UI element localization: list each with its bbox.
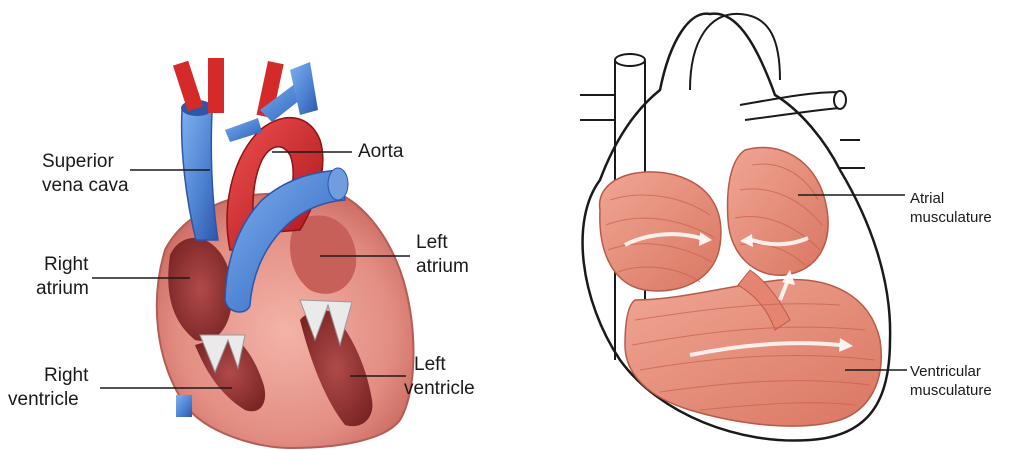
heart-anatomy-diagram: Superior vena cava Aorta Left atrium Rig… xyxy=(0,0,520,450)
heart-anatomy-illustration: Superior vena cava Aorta Left atrium Rig… xyxy=(0,0,520,450)
heart-musculature-illustration: Atrial musculature Ventricular musculatu… xyxy=(540,0,1010,450)
inferior-vena-cava xyxy=(176,395,192,417)
label-left-atrium-line2: atrium xyxy=(416,256,469,277)
label-left-ventricle-line2: ventricle xyxy=(404,378,475,399)
label-ventricular-musculature-line2: musculature xyxy=(910,382,992,399)
label-superior-vena-cava-line2: vena cava xyxy=(42,175,129,196)
label-right-ventricle-line2: ventricle xyxy=(8,389,79,410)
label-superior-vena-cava-line1: Superior xyxy=(42,151,114,172)
label-right-atrium-line2: atrium xyxy=(36,278,89,299)
label-right-atrium-line1: Right xyxy=(44,254,89,275)
pulmonary-vessel-2 xyxy=(290,62,318,115)
label-left-atrium-line1: Left xyxy=(416,232,448,253)
aortic-branch-1 xyxy=(173,61,203,112)
label-right-ventricle-line1: Right xyxy=(44,365,89,386)
label-aorta: Aorta xyxy=(358,141,404,162)
pulmonary-trunk-opening xyxy=(328,168,348,200)
svc-opening-outline xyxy=(615,54,645,66)
left-vessel-stubs xyxy=(580,95,615,120)
label-atrial-musculature-line1: Atrial xyxy=(910,190,944,207)
label-left-ventricle-line1: Left xyxy=(414,354,446,375)
right-vessel-stubs xyxy=(840,140,865,168)
label-atrial-musculature-line2: musculature xyxy=(910,209,992,226)
heart-musculature-diagram: Atrial musculature Ventricular musculatu… xyxy=(540,0,1010,450)
label-ventricular-musculature-line1: Ventricular xyxy=(910,363,981,380)
superior-vena-cava xyxy=(182,110,218,240)
pulmonary-opening-outline xyxy=(834,91,846,109)
aortic-branch-2 xyxy=(208,58,224,113)
